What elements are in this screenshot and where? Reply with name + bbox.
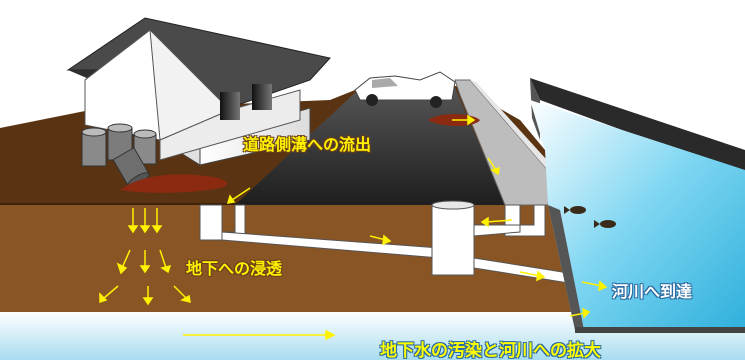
groundwater-spread-label: 地下水の汚染と河川への拡大 bbox=[380, 341, 601, 361]
fish-icon bbox=[594, 220, 616, 228]
car-icon bbox=[354, 71, 456, 108]
river-wall bbox=[530, 78, 745, 175]
arrow-icon bbox=[99, 114, 608, 341]
river-channel bbox=[530, 100, 745, 330]
spill bbox=[120, 174, 228, 193]
road-ditch-outflow-label: 道路側溝への流出 bbox=[243, 135, 372, 154]
drum-icon bbox=[81, 123, 157, 188]
road-ditch-left bbox=[199, 204, 246, 241]
fish-icon bbox=[564, 206, 586, 214]
river-arrival-label: 河川へ到達 bbox=[612, 282, 693, 301]
house-icon bbox=[66, 17, 331, 166]
manhole bbox=[431, 204, 475, 276]
ground-infiltration-label: 地下への浸透 bbox=[186, 259, 283, 278]
